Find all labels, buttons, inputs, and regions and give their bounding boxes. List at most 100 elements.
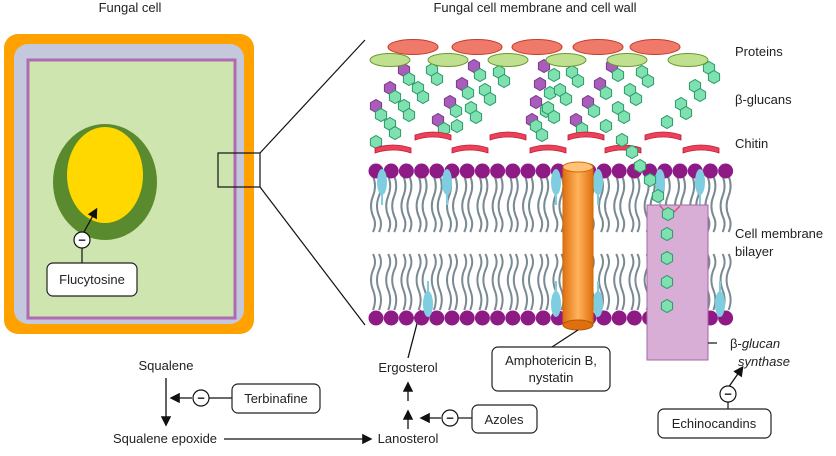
lipid-head-lower (398, 310, 414, 326)
lipid-tail-upper (598, 175, 610, 233)
lipid-head-upper (490, 163, 506, 179)
chitin-fiber (644, 131, 682, 141)
glucan-unit (535, 127, 549, 143)
lipid-tail-lower (400, 253, 413, 311)
lipid-tail-upper (537, 175, 550, 233)
lipid-tail-lower (628, 253, 641, 311)
ergosterol-molecules (377, 169, 725, 317)
cell-membrane-label-line1: Cell membrane (735, 226, 823, 241)
flucytosine-label: Flucytosine (59, 272, 125, 287)
fungal-cell-title: Fungal cell (99, 0, 162, 15)
nascent-glucan-unit (660, 250, 674, 266)
amphotericin-label-box: Amphotericin B, nystatin (491, 346, 611, 392)
lipid-head-lower (535, 310, 551, 326)
nascent-glucan-chain (615, 132, 675, 314)
echinocandins-label: Echinocandins (672, 416, 757, 431)
lipid-head-upper (459, 163, 475, 179)
lipid-tail-upper (491, 175, 504, 233)
protein-red (451, 39, 503, 55)
glucan-unit (533, 76, 547, 92)
chitin-fiber (451, 144, 489, 154)
svg-text:−: − (78, 233, 86, 248)
nascent-glucan-unit (660, 226, 674, 242)
ergosterol-lower (593, 291, 603, 317)
glucan-unit (450, 118, 464, 134)
protein-red (387, 39, 439, 55)
glucan-unit (388, 89, 402, 105)
lipid-tail-upper (476, 175, 489, 233)
lipid-head-lower (459, 310, 475, 326)
squalene-epoxide-label: Squalene epoxide (113, 431, 217, 446)
glucan-chain (369, 62, 444, 150)
glucan-unit (430, 71, 444, 87)
glucan-unit (611, 67, 625, 83)
protein-green (545, 53, 587, 67)
glucan-unit (449, 103, 463, 119)
chitin-fiber (682, 144, 720, 154)
protein-layer (369, 39, 709, 67)
lipid-tail-upper (506, 175, 519, 233)
glucans-label: β-glucans (735, 92, 792, 107)
glucan-unit (374, 107, 388, 123)
glucan-synthase-label: β-glucan (730, 336, 780, 351)
glucan-unit (599, 118, 613, 134)
lipid-tail-upper (385, 175, 398, 233)
glucan-unit (461, 85, 475, 101)
glucan-unit (559, 91, 573, 107)
glucan-unit (388, 125, 402, 141)
svg-text:−: − (197, 391, 205, 406)
echinocandins-inhibit-icon: − (719, 385, 737, 403)
nascent-glucan-unit (660, 274, 674, 290)
glucan-chain (529, 64, 585, 143)
glucan-unit (547, 109, 561, 125)
glucan-unit (587, 103, 601, 119)
glucan-unit (679, 105, 693, 121)
lipid-head-upper (505, 163, 521, 179)
lipid-head-upper (383, 163, 399, 179)
ergosterol-upper (655, 169, 665, 195)
ergosterol-upper (695, 169, 705, 195)
lipid-head-upper (414, 163, 430, 179)
lipid-tail-upper (628, 175, 641, 233)
glucan-synthase-label-line2: synthase (738, 354, 790, 369)
protein-green (606, 53, 648, 67)
terbinafine-label-box: Terbinafine (231, 383, 321, 414)
protein-green (427, 53, 469, 67)
amphotericin-label-line1: Amphotericin B, (505, 353, 597, 368)
nascent-glucan-unit (643, 172, 657, 188)
glucan-unit (402, 107, 416, 123)
lipid-head-lower (490, 310, 506, 326)
azoles-label-box: Azoles (471, 404, 538, 434)
protein-green (667, 53, 709, 67)
chitin-fiber (529, 144, 567, 154)
lipid-head-lower (429, 310, 445, 326)
chitin-fiber (374, 144, 412, 154)
glucan-chain (660, 60, 721, 130)
glucan-unit (599, 85, 613, 101)
lipid-head-upper (702, 163, 718, 179)
lipid-tail-lower (446, 253, 458, 311)
nascent-glucan-unit (651, 188, 665, 204)
squalene-label: Squalene (139, 358, 194, 373)
echinocandins-label-box: Echinocandins (657, 408, 772, 439)
glucan-unit (707, 69, 721, 85)
nascent-glucan-unit (625, 144, 639, 160)
lipid-tail-lower (522, 253, 534, 311)
ergosterol-upper (551, 169, 561, 195)
svg-text:−: − (446, 411, 454, 426)
lipid-head-lower (474, 310, 490, 326)
lipid-tail-lower (476, 253, 489, 311)
glucan-chain (369, 62, 416, 123)
lipid-tail-upper (719, 175, 732, 233)
lipid-tail-upper (613, 175, 626, 233)
glucan-chain (450, 64, 511, 134)
lipid-head-upper (535, 163, 551, 179)
azoles-inhibit-icon: − (441, 409, 459, 427)
flucytosine-label-box: Flucytosine (46, 262, 138, 297)
amphotericin-channel (562, 161, 594, 331)
ergosterol-lower (551, 291, 561, 317)
ergosterol-label: Ergosterol (378, 360, 437, 375)
nascent-glucan-unit (661, 206, 675, 222)
glucan-unit (629, 91, 643, 107)
